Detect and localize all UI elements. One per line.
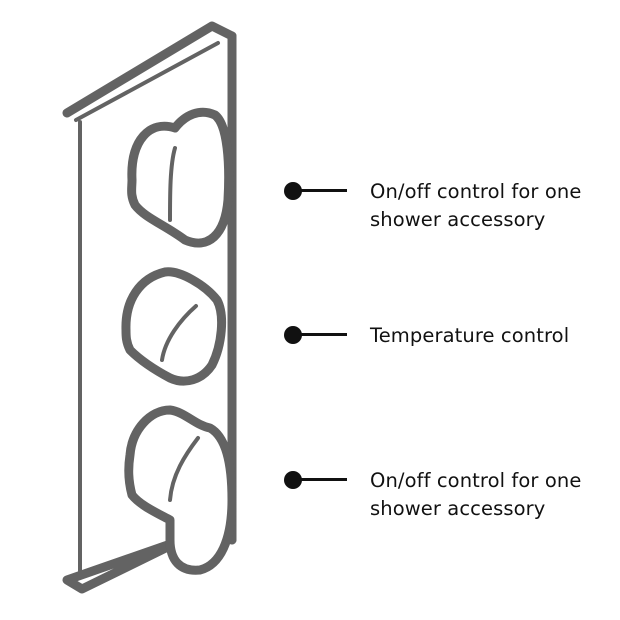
bottom-knob-marker bbox=[168, 436, 200, 502]
temperature-knob-marker bbox=[160, 304, 198, 362]
callout-dot bbox=[284, 471, 302, 489]
callout-label: On/off control for one shower accessory bbox=[370, 180, 582, 231]
callout-leader-line bbox=[300, 478, 347, 481]
callout-bottom-on-off: On/off control for one shower accessory bbox=[284, 467, 620, 523]
faceplate-bevel bbox=[74, 41, 220, 580]
callout-label: Temperature control bbox=[370, 324, 570, 347]
bottom-control-knob bbox=[124, 405, 237, 575]
callout-temperature: Temperature control bbox=[284, 322, 620, 350]
callout-dot bbox=[284, 326, 302, 344]
top-knob-marker bbox=[168, 146, 177, 222]
callout-label: On/off control for one shower accessory bbox=[370, 469, 582, 520]
callout-leader-line bbox=[300, 189, 347, 192]
callout-dot bbox=[284, 182, 302, 200]
callout-top-on-off: On/off control for one shower accessory bbox=[284, 178, 620, 234]
top-control-knob bbox=[127, 107, 234, 248]
temperature-knob bbox=[121, 267, 226, 386]
callout-leader-line bbox=[300, 333, 347, 336]
